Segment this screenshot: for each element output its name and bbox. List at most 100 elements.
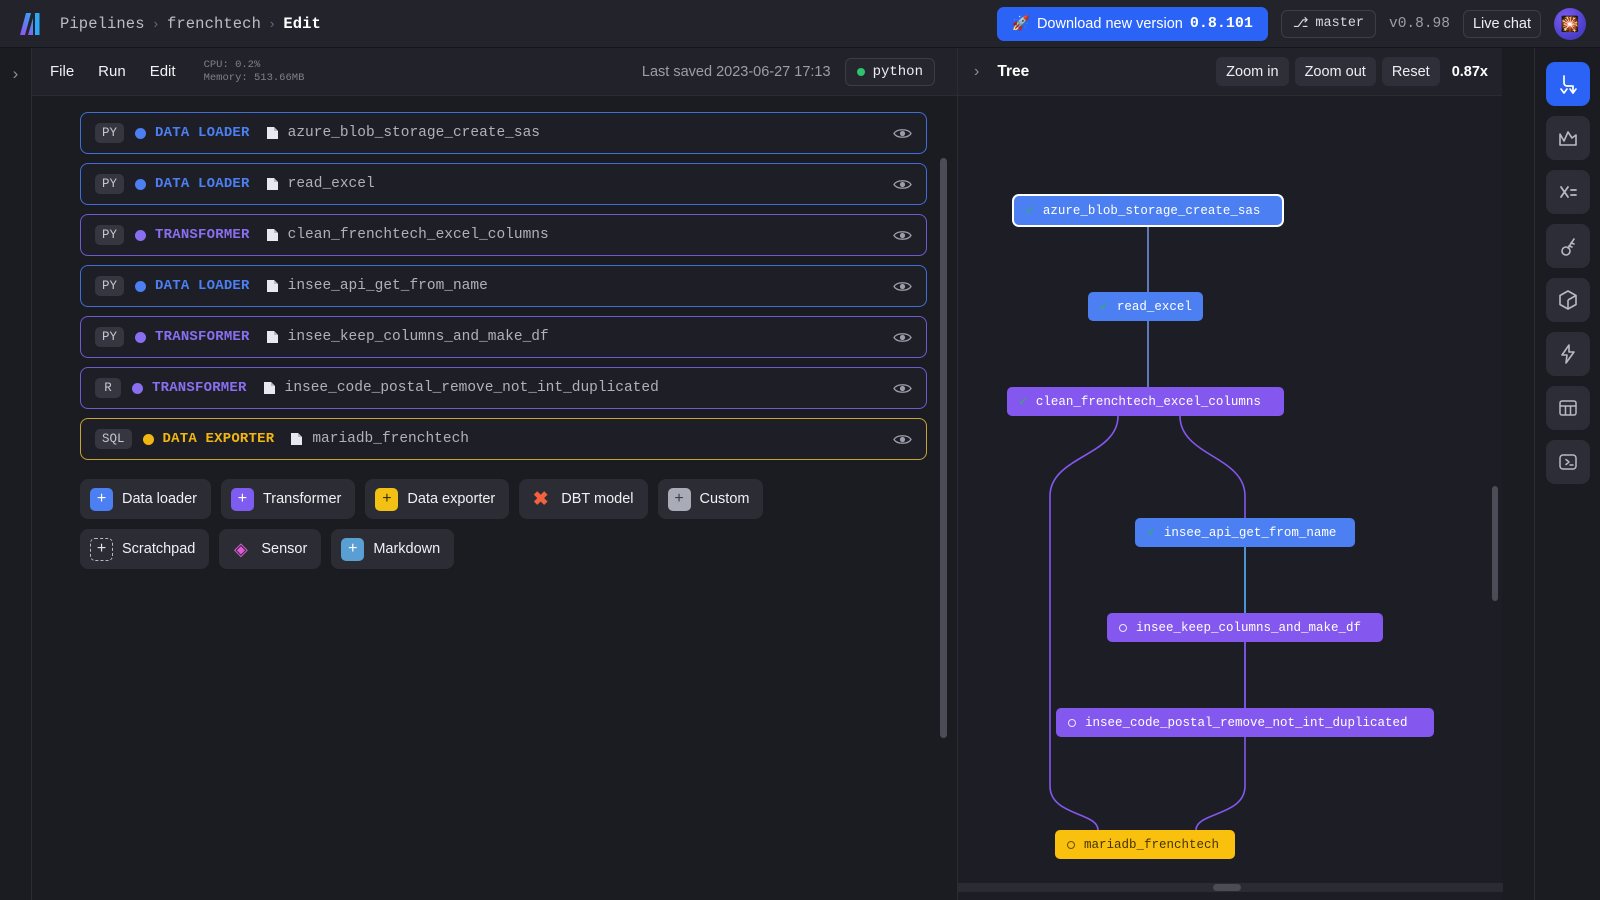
download-new-version-button[interactable]: 🚀 Download new version 0.8.101 bbox=[996, 6, 1268, 41]
kernel-status-chip[interactable]: python bbox=[844, 57, 935, 86]
block-type-dot bbox=[135, 331, 147, 343]
header-actions: 🚀 Download new version 0.8.101 ⎇ master … bbox=[996, 6, 1600, 41]
avatar[interactable]: 🎇 bbox=[1554, 7, 1586, 40]
right-rail bbox=[1534, 48, 1600, 900]
tree-title: Tree bbox=[997, 62, 1030, 80]
cpu-stat: CPU: 0.2% bbox=[203, 59, 261, 71]
variables-icon[interactable] bbox=[1545, 170, 1590, 214]
tree-node[interactable]: ✓clean_frenchtech_excel_columns bbox=[1007, 387, 1284, 416]
tree-node-label: read_excel bbox=[1116, 299, 1192, 314]
check-icon: ✓ bbox=[1147, 525, 1155, 540]
add-button-label: Transformer bbox=[262, 491, 342, 507]
menu-run[interactable]: Run bbox=[98, 63, 126, 80]
block-name: mariadb_frenchtech bbox=[312, 431, 469, 447]
key-icon[interactable] bbox=[1545, 224, 1590, 268]
breadcrumb: Pipelines › frenchtech › Edit bbox=[60, 15, 321, 33]
tree-node[interactable]: insee_code_postal_remove_not_int_duplica… bbox=[1056, 708, 1434, 737]
circle-idle-icon bbox=[1068, 718, 1076, 727]
git-branch-name: master bbox=[1315, 16, 1365, 31]
eye-icon[interactable] bbox=[893, 382, 912, 395]
block-name: clean_frenchtech_excel_columns bbox=[287, 227, 549, 243]
add-data-exporter-button[interactable]: +Data exporter bbox=[365, 479, 510, 519]
add-button-label: Data loader bbox=[122, 491, 197, 507]
table-icon[interactable] bbox=[1545, 386, 1590, 430]
zoom-in-button[interactable]: Zoom in bbox=[1216, 57, 1289, 86]
file-icon bbox=[263, 381, 276, 395]
reset-zoom-button[interactable]: Reset bbox=[1381, 57, 1440, 86]
expand-tree-icon[interactable]: › bbox=[974, 62, 980, 80]
breadcrumb-pipelines[interactable]: Pipelines bbox=[60, 14, 145, 33]
system-stats: CPU: 0.2% Memory: 513.66MB bbox=[204, 59, 305, 84]
tree-node-label: mariadb_frenchtech bbox=[1084, 837, 1220, 852]
block-name: insee_keep_columns_and_make_df bbox=[287, 329, 549, 345]
tree-hscroll-thumb[interactable] bbox=[1213, 884, 1241, 891]
add-markdown-button[interactable]: +Markdown bbox=[331, 529, 455, 569]
git-branch-chip[interactable]: ⎇ master bbox=[1280, 9, 1377, 38]
tree-node[interactable]: ✓ read_excel bbox=[1088, 292, 1203, 321]
menu-file[interactable]: File bbox=[50, 63, 75, 80]
expand-sidebar-icon[interactable]: › bbox=[12, 64, 19, 83]
zoom-out-button[interactable]: Zoom out bbox=[1294, 57, 1376, 86]
tree-edges bbox=[1049, 225, 1246, 831]
editor-vertical-scrollbar[interactable] bbox=[940, 158, 947, 738]
live-chat-button[interactable]: Live chat bbox=[1462, 9, 1541, 38]
add-button-label: Markdown bbox=[373, 541, 441, 557]
block-language-tag: R bbox=[95, 378, 121, 398]
tree-node[interactable]: mariadb_frenchtech bbox=[1055, 830, 1235, 859]
add-sensor-button[interactable]: ◈Sensor bbox=[219, 529, 322, 569]
eye-icon[interactable] bbox=[893, 178, 912, 191]
block-type-dot bbox=[142, 433, 154, 445]
editor-pane: File Run Edit CPU: 0.2% Memory: 513.66MB… bbox=[32, 48, 957, 900]
last-saved-text: Last saved 2023-06-27 17:13 bbox=[641, 63, 831, 80]
tree-toolbar: › Tree Zoom in Zoom out Reset 0.87x bbox=[958, 48, 1502, 96]
eye-icon[interactable] bbox=[893, 280, 912, 293]
plus-icon: + bbox=[90, 487, 113, 511]
tree-horizontal-scrollbar[interactable] bbox=[958, 883, 1503, 892]
plus-icon: + bbox=[230, 487, 254, 511]
add-scratchpad-button[interactable]: +Scratchpad bbox=[80, 529, 210, 569]
kernel-name: python bbox=[872, 63, 923, 80]
check-icon: ✓ bbox=[1026, 203, 1034, 218]
tree-node-label: azure_blob_storage_create_sas bbox=[1042, 203, 1261, 218]
add-custom-button[interactable]: +Custom bbox=[657, 479, 764, 519]
left-rail: › bbox=[0, 48, 32, 900]
tree-node[interactable]: ✓insee_api_get_from_name bbox=[1135, 518, 1355, 547]
block-name: azure_blob_storage_create_sas bbox=[287, 125, 540, 141]
eye-icon[interactable] bbox=[893, 433, 912, 446]
tree-node[interactable]: insee_keep_columns_and_make_df bbox=[1107, 613, 1383, 642]
add-dbt-model-button[interactable]: ✖DBT model bbox=[519, 479, 648, 519]
cube-icon[interactable] bbox=[1545, 278, 1590, 322]
block-name: insee_api_get_from_name bbox=[287, 278, 488, 294]
menu-edit[interactable]: Edit bbox=[149, 63, 176, 80]
git-branch-icon: ⎇ bbox=[1292, 17, 1309, 32]
lightning-icon[interactable] bbox=[1545, 332, 1590, 376]
eye-icon[interactable] bbox=[893, 331, 912, 344]
tree-branch-icon[interactable] bbox=[1545, 62, 1590, 106]
block-language-tag: PY bbox=[95, 123, 125, 143]
add-button-label: Data exporter bbox=[407, 491, 496, 507]
plus-icon: + bbox=[90, 537, 113, 561]
eye-icon[interactable] bbox=[893, 229, 912, 242]
tree-canvas[interactable]: ✓ azure_blob_storage_create_sas ✓ read_exce… bbox=[958, 96, 1503, 900]
tree-vertical-scrollbar[interactable] bbox=[1492, 486, 1498, 601]
add-transformer-button[interactable]: + Transformer bbox=[220, 479, 356, 519]
tree-node-label: insee_code_postal_remove_not_int_duplica… bbox=[1085, 715, 1408, 730]
eye-icon[interactable] bbox=[893, 127, 912, 140]
check-icon: ✓ bbox=[1100, 299, 1108, 314]
breadcrumb-frenchtech[interactable]: frenchtech bbox=[166, 14, 261, 33]
block-name: read_excel bbox=[287, 176, 375, 192]
add-data-loader-button[interactable]: + Data loader bbox=[80, 479, 211, 519]
block-type-dot bbox=[135, 127, 147, 139]
chart-area-icon[interactable] bbox=[1545, 116, 1590, 160]
mage-logo-icon[interactable] bbox=[14, 11, 44, 37]
tree-node[interactable]: ✓ azure_blob_storage_create_sas bbox=[1014, 196, 1282, 225]
block-language-tag: PY bbox=[95, 327, 125, 347]
terminal-icon[interactable] bbox=[1545, 440, 1590, 484]
